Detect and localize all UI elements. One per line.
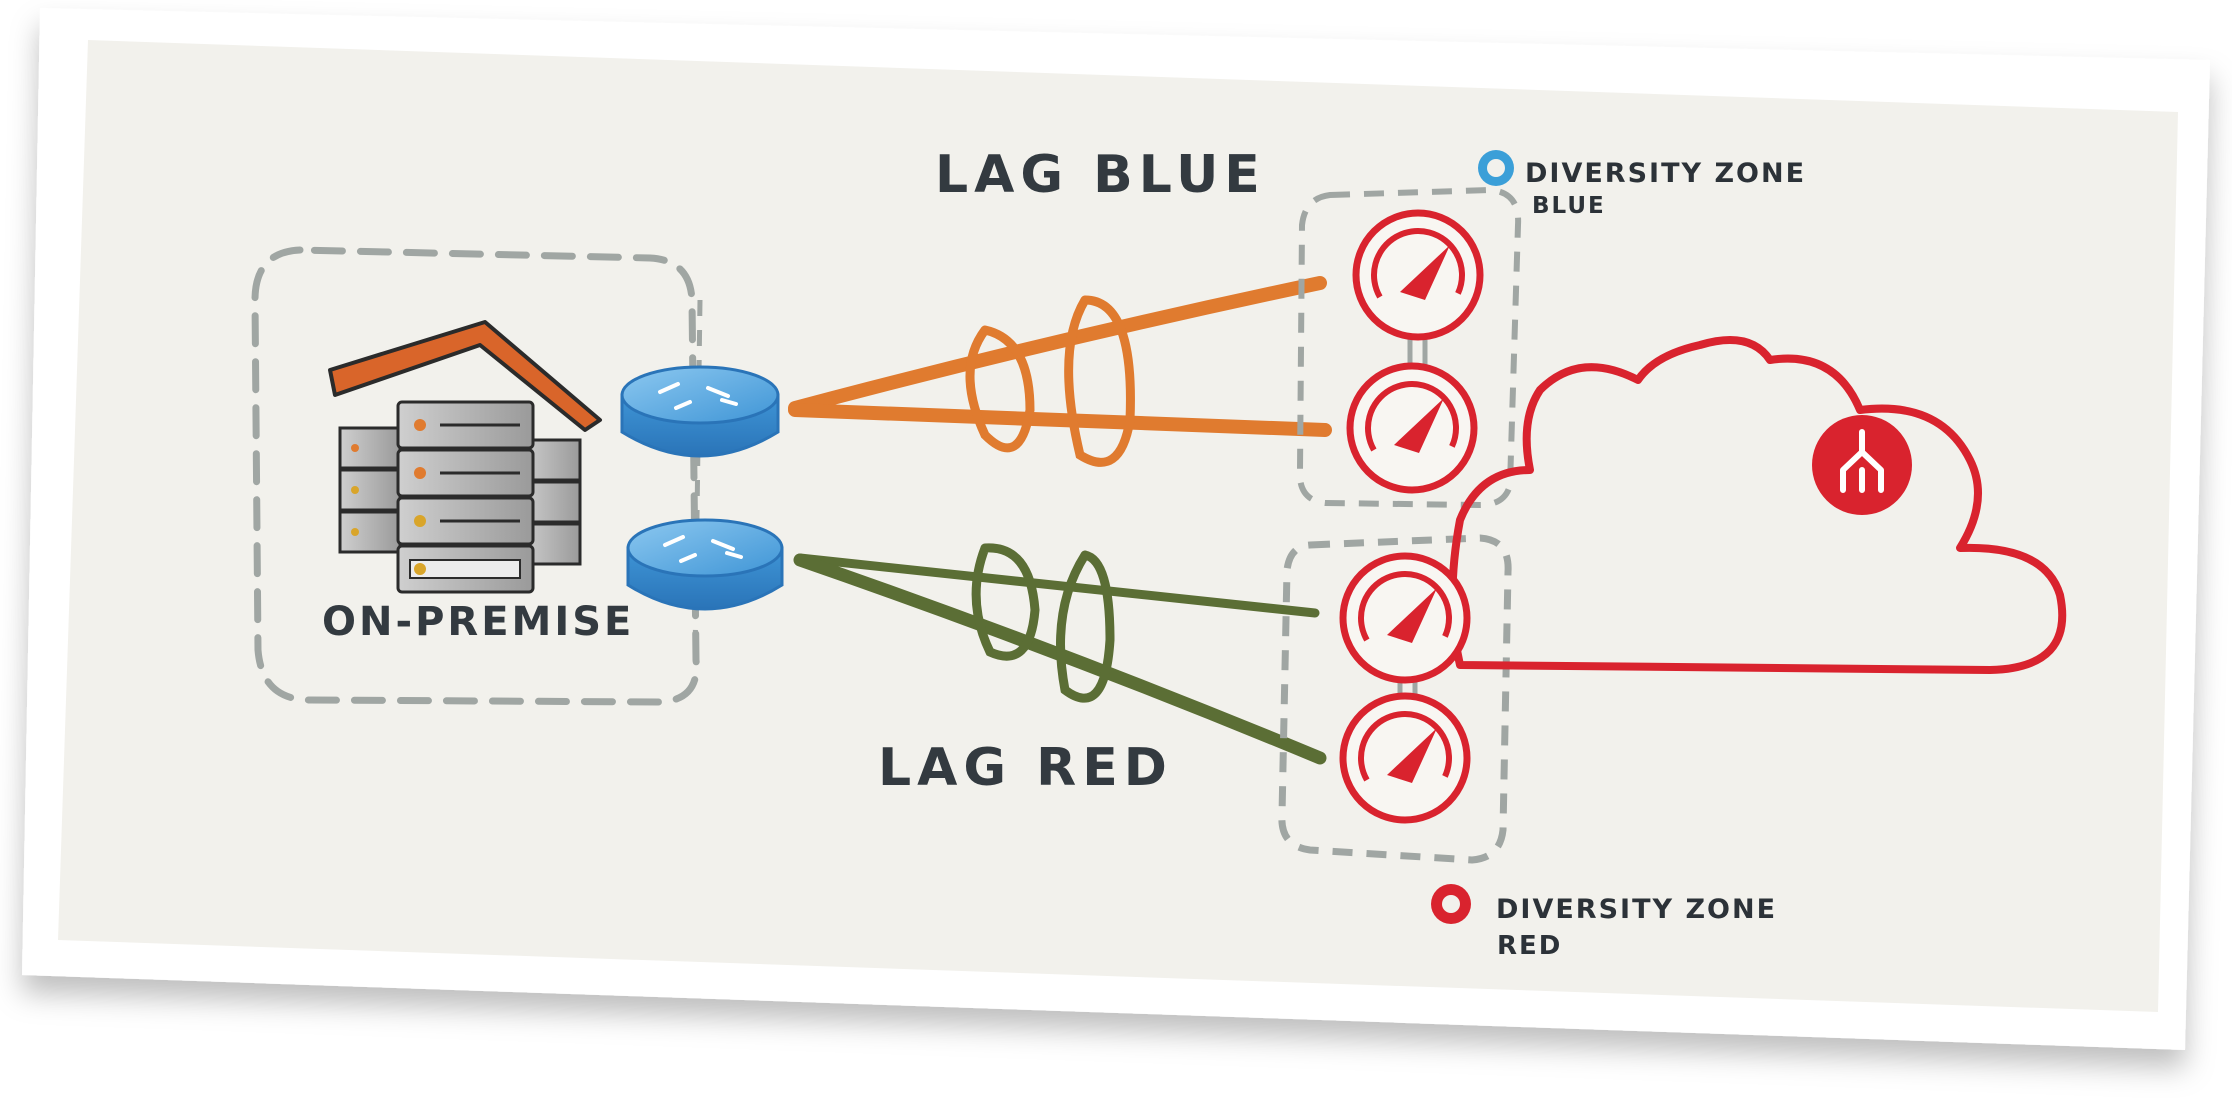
- paper-frame: [22, 8, 2210, 1050]
- legend-red-line1: DIVERSITY ZONE: [1496, 894, 1777, 925]
- speedometer-icon-blue-1: [1352, 209, 1484, 341]
- legend-blue-line1: DIVERSITY ZONE: [1525, 158, 1806, 189]
- paper-surface: [58, 40, 2178, 1012]
- speedometer-icon-red-1: [1339, 552, 1471, 684]
- router-icon: [620, 365, 780, 458]
- cloud-icon: [1448, 336, 2067, 674]
- speedometer-icon-blue-2: [1346, 362, 1478, 494]
- roof-icon: [328, 320, 602, 432]
- diversity-zone-red-box: [1278, 534, 1512, 864]
- legend-red: DIVERSITY ZONE RED: [1431, 884, 1777, 961]
- lag-blue-strands: [788, 276, 1332, 467]
- diversity-zone-blue-box: [1296, 186, 1522, 509]
- speedometer-icon-red-2: [1339, 692, 1471, 824]
- lag-red-strands: [793, 543, 1327, 765]
- lag-red-label: LAG RED: [878, 738, 1173, 798]
- router-icon-lower: [626, 518, 784, 611]
- legend-blue-line2: BLUE: [1532, 193, 1606, 219]
- on-premise-label: ON-PREMISE: [322, 599, 634, 645]
- legend-red-line2: RED: [1497, 931, 1562, 961]
- server-rack-icon: [338, 400, 582, 594]
- meraki-icon: [1812, 415, 1912, 515]
- legend-blue: DIVERSITY ZONE BLUE: [1478, 150, 1806, 219]
- lag-blue-label: LAG BLUE: [935, 145, 1266, 205]
- on-premise-dashed-box: [251, 246, 700, 706]
